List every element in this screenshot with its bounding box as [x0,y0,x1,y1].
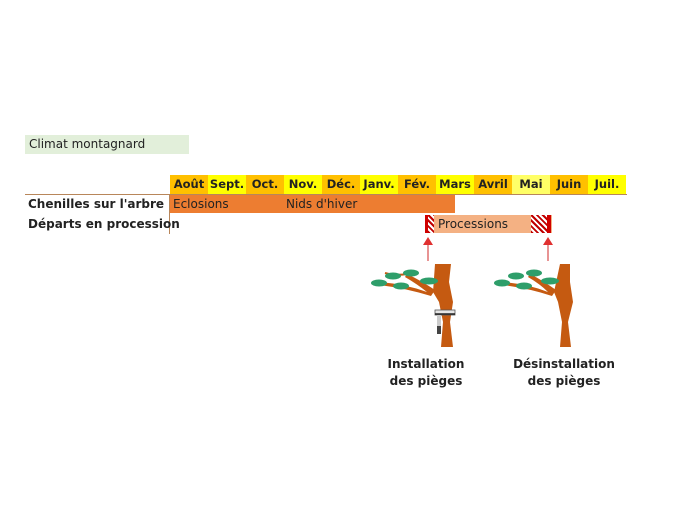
uninstall-caption-line1: Désinstallation [513,357,615,371]
end-marker [547,215,551,233]
install-caption: Installation des pièges [376,356,476,390]
month-cell: Mars [436,175,474,194]
month-cell: Déc. [322,175,360,194]
install-caption-line2: des pièges [389,374,463,388]
month-cell: Nov. [284,175,322,194]
start-hatch [428,215,434,233]
month-cell: Fév. [398,175,436,194]
phase-eclosions: Eclosions [173,197,229,211]
chenilles-bar: Eclosions Nids d'hiver [170,195,455,213]
month-cell: Juin [550,175,588,194]
month-cell: Août [170,175,208,194]
tree-icon [494,264,573,347]
uninstall-caption-line2: des pièges [527,374,601,388]
install-caption-line1: Installation [387,357,465,371]
row-label-departs: Départs en procession [28,217,180,231]
month-cell: Avril [474,175,512,194]
month-header-row: Août Sept. Oct. Nov. Déc. Janv. Fév. Mar… [170,175,626,194]
phase-processions: Processions [438,217,509,231]
tree-with-trap-icon [371,264,456,347]
climate-label: Climat montagnard [25,135,189,154]
start-marker [425,215,428,233]
phase-nids-hiver: Nids d'hiver [286,197,358,211]
processions-bar: Processions [425,215,552,233]
label-divider [169,194,170,234]
end-hatch [531,215,547,233]
month-cell: Juil. [588,175,626,194]
uninstall-arrow-icon [543,237,553,261]
month-cell: Oct. [246,175,284,194]
uninstall-caption: Désinstallation des pièges [508,356,620,390]
month-cell: Sept. [208,175,246,194]
month-cell: Mai [512,175,550,194]
install-arrow-icon [423,237,433,261]
month-cell: Janv. [360,175,398,194]
header-divider [25,194,627,195]
row-label-chenilles: Chenilles sur l'arbre [28,197,165,211]
